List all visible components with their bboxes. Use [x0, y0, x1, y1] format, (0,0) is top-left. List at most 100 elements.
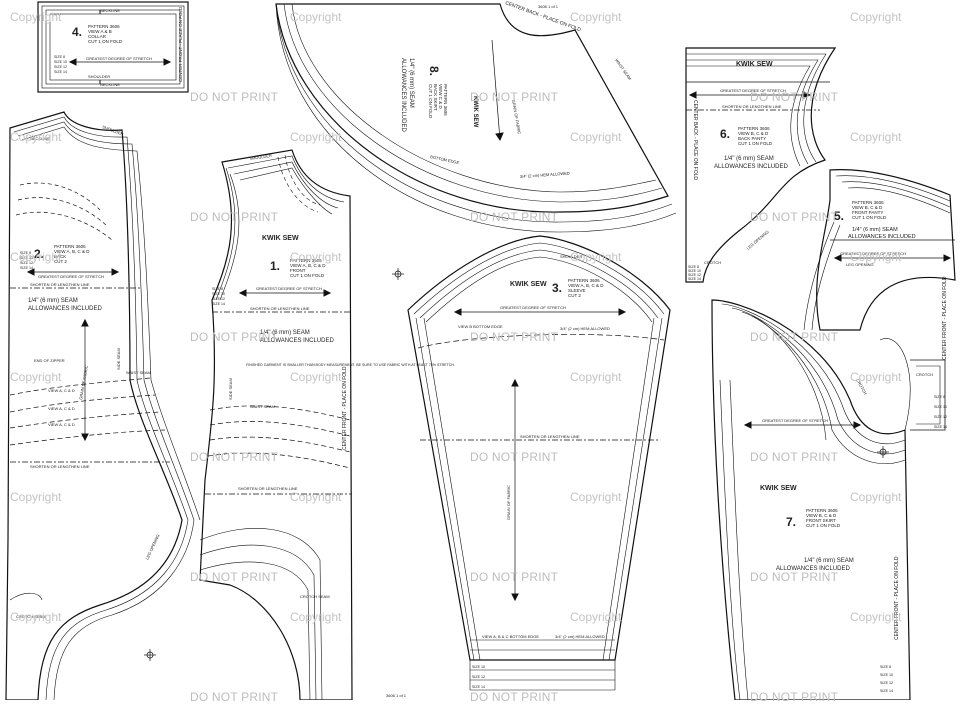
front-panty-size: SIZE 12	[934, 415, 947, 419]
back-bodice-shorten-lower: SHORTEN OR LENGTHEN LINE	[30, 464, 90, 469]
do-not-print-watermark: DO NOT PRINT	[750, 90, 839, 104]
collar-size: SIZE 10	[54, 60, 67, 64]
piece-front-panty	[803, 169, 956, 331]
piece-back-bodice	[5, 111, 201, 700]
sleeve-cut: CUT 2	[568, 293, 581, 298]
collar-size: SIZE 8	[54, 55, 65, 59]
back-bodice-view-line: VIEW A, C & D	[48, 422, 75, 427]
do-not-print-watermark: DO NOT PRINT	[190, 210, 279, 224]
sleeve-shorten: SHORTEN OR LENGTHEN LINE	[520, 434, 580, 439]
sleeve-view-b-bottom: VIEW B BOTTOM EDGE	[458, 324, 503, 329]
back-bodice-size: SIZE 10	[20, 256, 33, 260]
back-skirt-seam: 1/4" (6 mm) SEAM	[408, 58, 414, 108]
back-skirt-name: BACK SKIRT	[433, 84, 438, 111]
back-bodice-allowances: ALLOWANCES INCLUDED	[28, 306, 102, 312]
back-panty-crotch: CROTCH	[704, 260, 721, 265]
sleeve-number: 3.	[552, 281, 562, 295]
front-panty-size: SIZE 14	[934, 425, 947, 429]
copyright-watermark: Copyright	[10, 490, 62, 504]
front-bodice-logo: KWIK SEW	[262, 235, 299, 242]
sleeve-size: SIZE 14	[472, 685, 485, 689]
back-bodice-waist-seam: WAIST SEAM	[126, 370, 151, 375]
sleeve-bottom: VIEW A, B & C BOTTOM EDGE	[482, 634, 539, 639]
back-bodice-cut: CUT 2	[54, 259, 67, 264]
copyright-watermark: Copyright	[570, 250, 622, 264]
back-bodice-number: 2.	[34, 247, 44, 261]
front-skirt-size: SIZE 10	[880, 673, 893, 677]
back-bodice-seam: 1/4" (6 mm) SEAM	[28, 298, 78, 304]
back-panty-pattern: PATTERN 3606	[738, 126, 770, 131]
copyright-watermark: Copyright	[570, 490, 622, 504]
sleeve-size: SIZE 10	[472, 665, 485, 669]
copyright-watermark: Copyright	[850, 610, 902, 624]
collar-cut: CUT 1 ON FOLD	[88, 39, 123, 44]
front-panty-leg-opening: LEG OPENING	[846, 262, 874, 267]
sleeve-page-id: 3606 1 of 1	[386, 693, 407, 698]
copyright-watermark: Copyright	[570, 610, 622, 624]
sleeve-hem-bottom: 3/4" (2 cm) HEM ALLOWED	[555, 634, 605, 639]
copyright-watermark: Copyright	[290, 10, 342, 24]
front-bodice-seam: 1/4" (6 mm) SEAM	[260, 330, 310, 336]
front-skirt-views: VIEW B, C & D	[806, 513, 837, 518]
back-panty-size: SIZE 14	[688, 277, 701, 281]
front-panty-center: CENTER FRONT - PLACE ON FOLD	[942, 276, 948, 360]
copyright-watermark: Copyright	[10, 10, 62, 24]
back-skirt-grain: GRAIN OF FABRIC	[511, 99, 522, 134]
front-panty-name: FRONT PANTY	[852, 210, 883, 215]
front-bodice-size: SIZE 10	[212, 292, 225, 296]
sleeve-views: VIEW A, B, C & D	[568, 283, 604, 288]
front-bodice-shoulder: SHOULDER	[249, 153, 272, 161]
back-panty-center: CENTER BACK - PLACE ON FOLD	[692, 100, 698, 180]
back-bodice-crotch-seam: CROTCH SEAM	[16, 614, 46, 619]
back-skirt-hem-allowed: 3/4" (2 cm) HEM ALLOWED	[520, 171, 570, 179]
piece-sleeve	[407, 235, 671, 691]
front-skirt-size: SIZE 8	[880, 665, 891, 669]
back-panty-shorten: SHORTEN OR LENGTHEN LINE	[722, 104, 782, 109]
piece-front-skirt	[711, 299, 946, 700]
do-not-print-watermark: DO NOT PRINT	[750, 450, 839, 464]
sleeve-name: SLEEVE	[568, 288, 586, 293]
front-panty-views: VIEW B, C & D	[852, 205, 883, 210]
do-not-print-watermark: DO NOT PRINT	[190, 90, 279, 104]
copyright-watermark: Copyright	[290, 370, 342, 384]
copyright-watermark: Copyright	[850, 490, 902, 504]
sleeve-hem-allowed: 3/4" (2 cm) HEM ALLOWED	[560, 326, 610, 331]
do-not-print-watermark: DO NOT PRINT	[470, 570, 559, 584]
back-bodice-end-zipper: END OF ZIPPER	[34, 358, 65, 363]
do-not-print-watermark: DO NOT PRINT	[470, 210, 559, 224]
do-not-print-watermark: DO NOT PRINT	[470, 450, 559, 464]
back-bodice-size: SIZE 8	[20, 251, 31, 255]
front-bodice-stretch: GREATEST DEGREE OF STRETCH	[256, 286, 322, 291]
front-bodice-shorten: SHORTEN OR LENGTHEN LINE	[250, 306, 310, 311]
back-bodice-size: SIZE 14	[20, 266, 33, 270]
copyright-watermark: Copyright	[10, 250, 62, 264]
back-bodice-neckline: NECKLINE	[30, 136, 50, 141]
front-bodice-side-seam: SIDE SEAM	[228, 378, 233, 400]
front-bodice-name: FRONT	[290, 268, 306, 273]
back-skirt-page-id: 3606 1 of 1	[538, 4, 559, 9]
front-bodice-waist-seam: WAIST SEAM	[250, 404, 275, 409]
copyright-watermark: Copyright	[10, 370, 62, 384]
front-bodice-crotch-seam: CROTCH SEAM	[300, 594, 330, 599]
back-bodice-view-line: VIEW A, C & D	[48, 388, 75, 393]
front-skirt-name: FRONT SKIRT	[806, 518, 836, 523]
piece-back-panty	[685, 47, 837, 283]
back-panty-views: VIEW B, C & D	[738, 131, 769, 136]
back-panty-stretch: GREATEST DEGREE OF STRETCH	[720, 88, 786, 93]
back-bodice-size: SIZE 12	[20, 261, 33, 265]
do-not-print-watermark: DO NOT PRINT	[750, 690, 839, 704]
sleeve-stretch: GREATEST DEGREE OF STRETCH	[500, 305, 566, 310]
back-panty-number: 6.	[720, 127, 730, 141]
copyright-watermark: Copyright	[290, 490, 342, 504]
front-skirt-center: CENTER FRONT - PLACE ON FOLD	[894, 556, 900, 640]
back-bodice-leg-opening: LEG OPENING	[144, 533, 160, 560]
front-bodice-views: VIEW A, B, C & D	[290, 263, 326, 268]
collar-top-label: NECKLINE	[100, 8, 120, 13]
back-skirt-pattern: PATTERN 3606	[443, 84, 448, 116]
copyright-watermark: Copyright	[570, 130, 622, 144]
front-bodice-shorten-lower: SHORTEN OR LENGTHEN LINE	[238, 486, 298, 491]
back-skirt-allowances: ALLOWANCES INCLUDED	[400, 58, 406, 132]
front-panty-crotch: CROTCH	[916, 372, 933, 377]
front-skirt-stretch: GREATEST DEGREE OF STRETCH	[762, 418, 828, 423]
